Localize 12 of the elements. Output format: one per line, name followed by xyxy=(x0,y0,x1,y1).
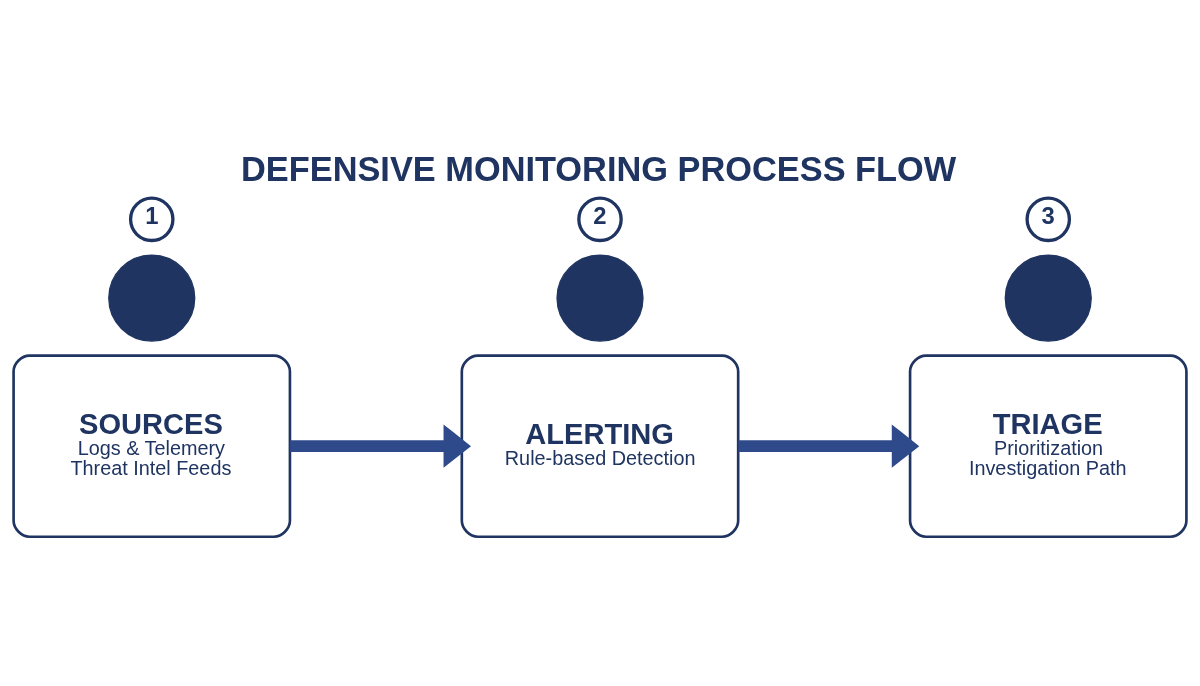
node-box: ALERTING Rule-based Detection xyxy=(460,354,740,539)
node-circle: 2 xyxy=(577,196,623,243)
node-box: SOURCES Logs & Telemery Threat Intel Feeds xyxy=(12,354,292,539)
node-circle xyxy=(556,254,644,342)
arrow xyxy=(290,424,471,468)
node-circle: 1 xyxy=(128,196,175,243)
node-circle xyxy=(108,254,196,342)
diagram-title: DEFENSIVE MONITORING PROCESS FLOW xyxy=(241,149,957,188)
node-circle xyxy=(1004,254,1092,342)
node-box: TRIAGE Prioritization Investigation Path xyxy=(908,354,1188,539)
arrow xyxy=(738,424,920,468)
node-circle: 3 xyxy=(1025,196,1072,243)
